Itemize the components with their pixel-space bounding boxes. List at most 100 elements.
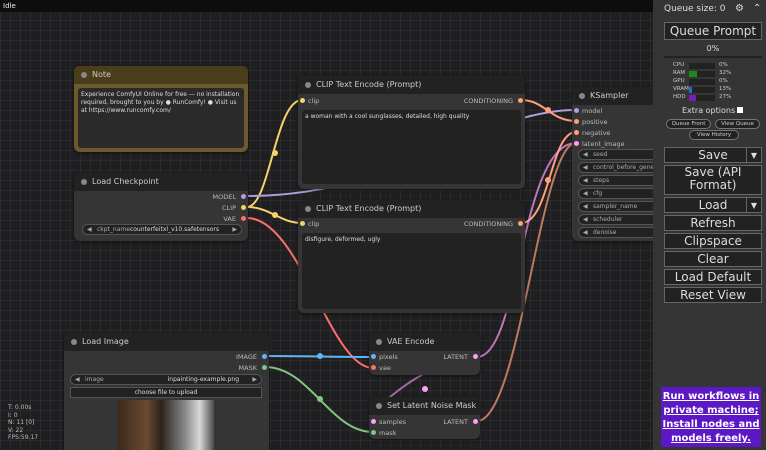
collapse-dot[interactable]: [579, 93, 585, 99]
input-samples-slot[interactable]: [371, 419, 376, 424]
input-negative-label: negative: [582, 129, 611, 137]
arrow-left-icon[interactable]: ◀: [583, 151, 588, 158]
arrow-right-icon[interactable]: ▶: [252, 376, 257, 383]
refresh-button[interactable]: Refresh: [664, 215, 762, 231]
output-model-label: MODEL: [212, 193, 236, 201]
reroute-dot: [317, 353, 323, 359]
chevron-down-icon[interactable]: ▼: [746, 198, 761, 212]
load-default-button[interactable]: Load Default: [664, 269, 762, 285]
input-mask-label: mask: [379, 429, 397, 437]
arrow-left-icon[interactable]: ◀: [583, 177, 588, 184]
view-history-button[interactable]: View History: [689, 130, 739, 140]
output-latent-slot[interactable]: [473, 354, 478, 359]
note-node[interactable]: Note Experience ComfyUI Online for free …: [74, 66, 248, 152]
stat-nodes: N: 11 [0]: [8, 419, 35, 426]
upload-button[interactable]: choose file to upload: [70, 387, 262, 398]
save-button[interactable]: Save▼: [664, 147, 762, 163]
arrow-left-icon[interactable]: ◀: [583, 216, 588, 223]
resource-bar-fill: [689, 87, 693, 93]
vae-encode-node[interactable]: VAE Encode pixels vae LATENT: [369, 333, 480, 375]
output-model-slot[interactable]: [241, 194, 246, 199]
collapse-dot[interactable]: [305, 206, 311, 212]
output-conditioning-slot[interactable]: [518, 221, 523, 226]
arrow-left-icon[interactable]: ◀: [583, 190, 588, 197]
widget-label: steps: [593, 177, 610, 184]
steps-widget[interactable]: ◀ steps: [578, 175, 658, 186]
resource-name: VRAM: [673, 86, 689, 92]
input-latent-slot[interactable]: [574, 141, 579, 146]
image-combo[interactable]: ◀ image inpainting-example.png ▶: [70, 374, 262, 385]
arrow-left-icon[interactable]: ◀: [87, 226, 92, 233]
collapse-dot[interactable]: [376, 339, 382, 345]
input-clip-slot[interactable]: [300, 221, 305, 226]
arrow-left-icon[interactable]: ◀: [583, 203, 588, 210]
prompt-textarea[interactable]: a woman with a cool sunglasses, detailed…: [302, 110, 521, 184]
reset-view-button[interactable]: Reset View: [664, 287, 762, 303]
ckpt-name-combo[interactable]: ◀ ckpt_name counterfeitxl_v10.safetensor…: [82, 224, 242, 235]
cfg-widget[interactable]: ◀cfg: [578, 188, 658, 199]
promo-link[interactable]: Run workflows in private machine; Instal…: [661, 387, 761, 447]
collapse-dot[interactable]: [305, 82, 311, 88]
arrow-left-icon[interactable]: ◀: [75, 376, 80, 383]
reroute-dot: [317, 396, 323, 402]
note-textarea[interactable]: Experience ComfyUI Online for free — no …: [78, 88, 244, 148]
input-negative-slot[interactable]: [574, 130, 579, 135]
input-model-slot[interactable]: [574, 108, 579, 113]
input-vae-slot[interactable]: [371, 365, 376, 370]
collapse-dot[interactable]: [71, 339, 77, 345]
arrow-right-icon[interactable]: ▶: [232, 226, 237, 233]
widget-label: image: [85, 376, 104, 383]
save-api-button[interactable]: Save (API Format): [664, 165, 762, 195]
arrow-left-icon[interactable]: ◀: [583, 164, 588, 171]
sampler-name-widget[interactable]: ◀sampler_name: [578, 201, 658, 212]
extra-options-checkbox[interactable]: [737, 107, 743, 113]
resource-name: RAM: [673, 70, 686, 76]
reroute-dot: [272, 150, 278, 156]
node-title: VAE Encode: [387, 337, 435, 346]
output-vae-slot[interactable]: [241, 216, 246, 221]
node-title: CLIP Text Encode (Prompt): [316, 204, 422, 213]
chevron-down-icon[interactable]: ▼: [746, 148, 761, 162]
input-clip-slot[interactable]: [300, 98, 305, 103]
input-mask-slot[interactable]: [371, 430, 376, 435]
load-button[interactable]: Load▼: [664, 197, 762, 213]
seed-widget[interactable]: ◀seed: [578, 149, 658, 160]
output-conditioning-label: CONDITIONING: [463, 97, 513, 105]
queue-prompt-button[interactable]: Queue Prompt: [664, 22, 762, 40]
queue-front-button[interactable]: Queue Front: [666, 119, 711, 129]
clip-text-encode-negative-node[interactable]: CLIP Text Encode (Prompt) clip CONDITION…: [298, 200, 525, 313]
queue-size-label: Queue size: 0: [664, 4, 726, 14]
progress-label: 0%: [706, 44, 720, 53]
output-latent-slot[interactable]: [473, 419, 478, 424]
output-clip-slot[interactable]: [241, 205, 246, 210]
input-positive-slot[interactable]: [574, 119, 579, 124]
output-image-slot[interactable]: [262, 354, 267, 359]
input-pixels-slot[interactable]: [371, 354, 376, 359]
output-conditioning-slot[interactable]: [518, 98, 523, 103]
node-title: Note: [92, 70, 111, 79]
clear-button[interactable]: Clear: [664, 251, 762, 267]
clipspace-button[interactable]: Clipspace: [664, 233, 762, 249]
output-conditioning-label: CONDITIONING: [463, 220, 513, 228]
denoise-widget[interactable]: ◀denoise: [578, 227, 658, 238]
collapse-dot[interactable]: [81, 179, 87, 185]
ksampler-node[interactable]: KSampler model positive negative latent_…: [572, 87, 658, 241]
control-widget[interactable]: ◀control_before_gener: [578, 162, 658, 173]
gear-icon[interactable]: ⚙: [735, 3, 744, 14]
clip-text-encode-positive-node[interactable]: CLIP Text Encode (Prompt) clip CONDITION…: [298, 76, 525, 189]
collapse-dot[interactable]: [376, 403, 382, 409]
prompt-textarea[interactable]: disfigure, deformed, ugly: [302, 233, 521, 309]
scheduler-widget[interactable]: ◀scheduler: [578, 214, 658, 225]
load-checkpoint-node[interactable]: Load Checkpoint MODEL CLIP VAE ◀ ckpt_na…: [74, 173, 248, 241]
close-icon[interactable]: ⌃: [753, 3, 762, 14]
arrow-left-icon[interactable]: ◀: [583, 229, 588, 236]
input-pixels-label: pixels: [379, 353, 398, 361]
load-image-node[interactable]: Load Image IMAGE MASK ◀ image inpainting…: [64, 333, 269, 450]
view-queue-button[interactable]: View Queue: [715, 119, 760, 129]
output-mask-slot[interactable]: [262, 365, 267, 370]
set-latent-noise-mask-node[interactable]: Set Latent Noise Mask samples mask LATEN…: [369, 397, 480, 439]
progress-bar: [664, 56, 762, 58]
node-title: CLIP Text Encode (Prompt): [316, 80, 422, 89]
collapse-dot[interactable]: [81, 72, 87, 78]
input-model-label: model: [582, 107, 603, 115]
